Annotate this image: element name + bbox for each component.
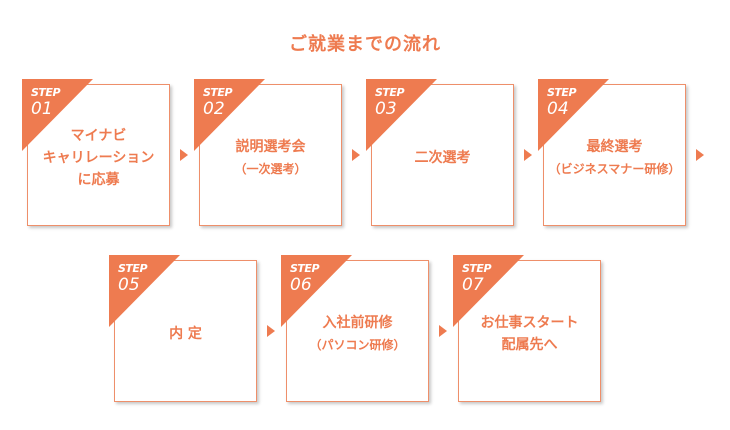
arrow-right-icon [180, 149, 188, 161]
step-card-02: STEP 02 説明選考会 （一次選考） [194, 79, 342, 226]
step-text-line: 最終選考 [586, 139, 643, 155]
arrow-right-icon [267, 325, 275, 337]
step-number: 03 [375, 99, 397, 119]
step-label: STEP [375, 86, 405, 99]
step-text-line: 説明選考会 [235, 139, 306, 155]
step-content: マイナビ キャリレーション に応募 [28, 85, 169, 225]
step-text-line: お仕事スタート [480, 315, 579, 331]
step-content: 説明選考会 （一次選考） [200, 85, 341, 225]
step-card-01: STEP 01 マイナビ キャリレーション に応募 [22, 79, 170, 226]
step-label: STEP [547, 86, 577, 99]
step-card-03: STEP 03 二次選考 [366, 79, 514, 226]
step-text-line: 配属先へ [501, 337, 558, 353]
step-label: STEP [290, 262, 320, 275]
step-content: 内 定 [115, 261, 256, 401]
arrow-right-icon [696, 149, 704, 161]
step-text-line: マイナビ [70, 128, 127, 144]
step-card-05: STEP 05 内 定 [109, 255, 257, 402]
step-number: 06 [290, 275, 312, 295]
step-text-line: 入社前研修 [322, 315, 393, 331]
step-number: 02 [203, 99, 225, 119]
step-label: STEP [118, 262, 148, 275]
step-number: 07 [462, 275, 484, 295]
arrow-right-icon [352, 149, 360, 161]
step-text-line: 二次選考 [414, 150, 471, 166]
arrow-right-icon [524, 149, 532, 161]
step-card-06: STEP 06 入社前研修 （パソコン研修） [281, 255, 429, 402]
step-label: STEP [462, 262, 492, 275]
step-card-04: STEP 04 最終選考 （ビジネスマナー研修） [538, 79, 686, 226]
step-label: STEP [31, 86, 61, 99]
arrow-right-icon [439, 325, 447, 337]
step-text-line: キャリレーション [42, 150, 155, 166]
flow-title: ご就業までの流れ [289, 34, 441, 55]
step-text-line: 内 定 [169, 326, 202, 342]
step-content: 最終選考 （ビジネスマナー研修） [544, 85, 685, 225]
step-card-07: STEP 07 お仕事スタート 配属先へ [453, 255, 601, 402]
step-content: お仕事スタート 配属先へ [459, 261, 600, 401]
step-label: STEP [203, 86, 233, 99]
step-number: 05 [118, 275, 140, 295]
step-text-line: （パソコン研修） [309, 338, 406, 352]
step-text-line: （ビジネスマナー研修） [548, 162, 681, 176]
step-content: 二次選考 [372, 85, 513, 225]
step-text-line: に応募 [77, 172, 120, 188]
step-text-line: （一次選考） [234, 162, 307, 176]
step-content: 入社前研修 （パソコン研修） [287, 261, 428, 401]
step-number: 04 [547, 99, 569, 119]
step-number: 01 [31, 99, 53, 119]
